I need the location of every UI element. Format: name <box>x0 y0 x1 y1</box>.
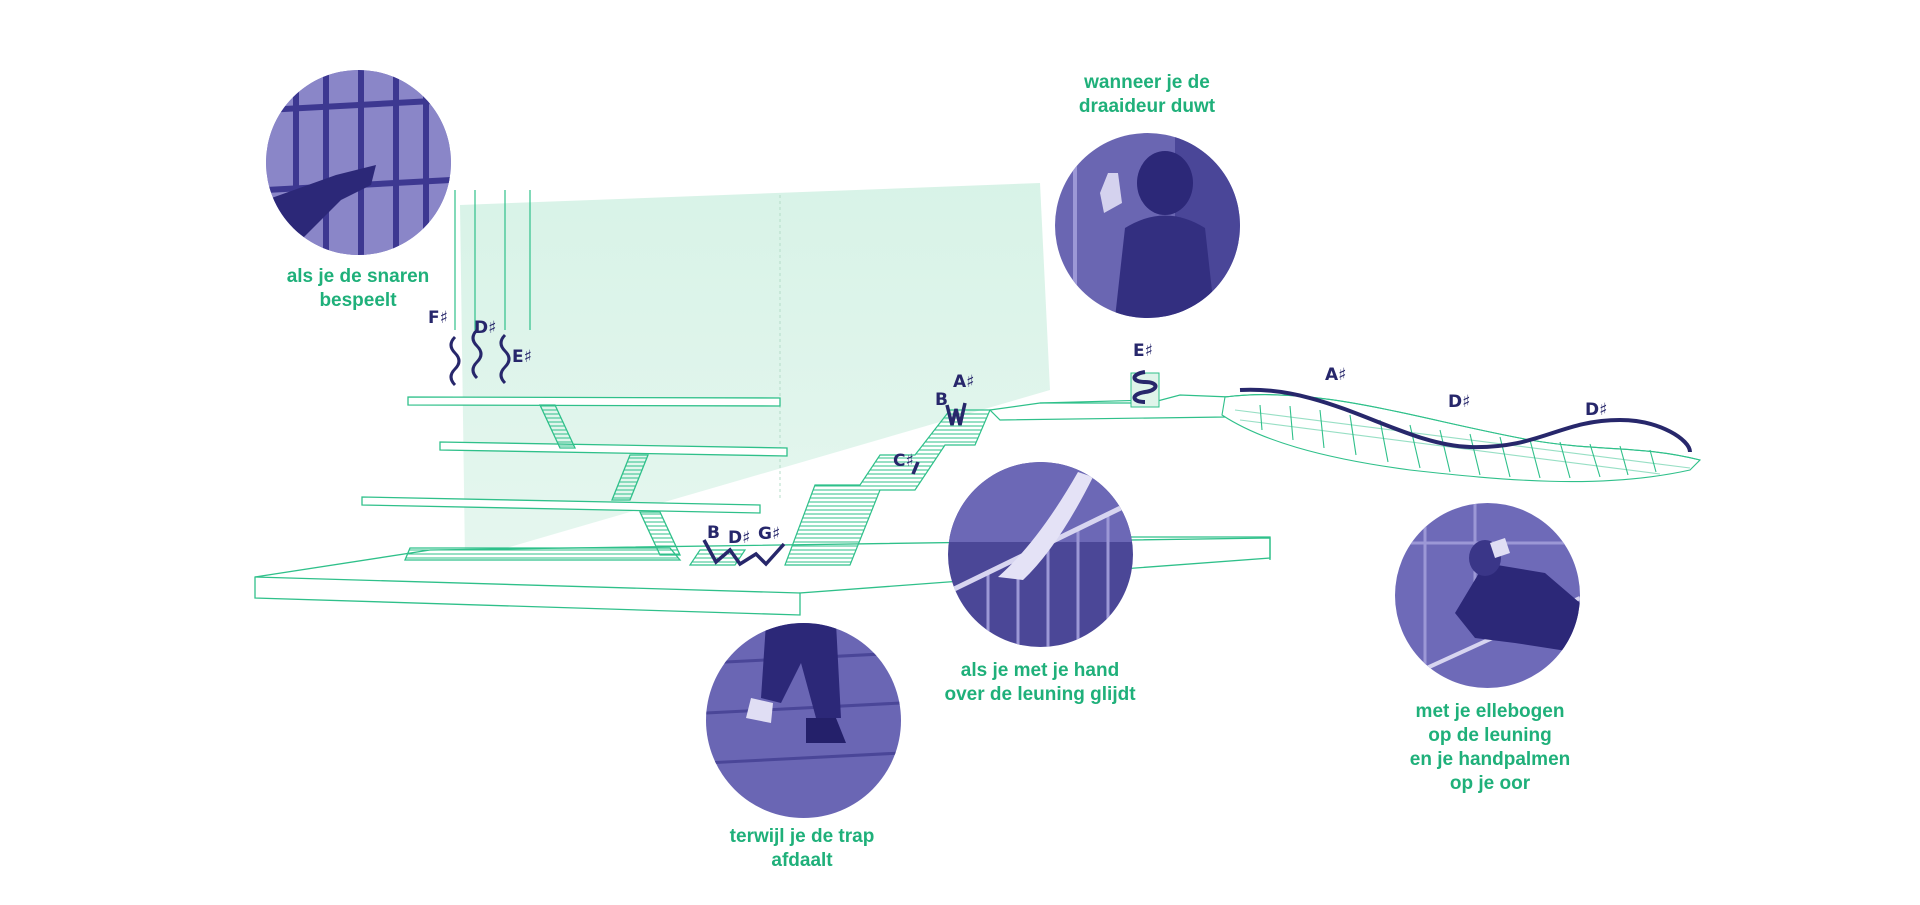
note-ramp-3: D♯ <box>1585 400 1607 420</box>
note-door: E♯ <box>1133 341 1153 361</box>
steps-w <box>945 402 967 426</box>
caption-descend: terwijl je de trap afdaalt <box>729 826 875 871</box>
caption-strings: als je de snaren bespeelt <box>286 266 430 311</box>
note-string-3: E♯ <box>512 347 532 367</box>
note-step-dsharp: D♯ <box>728 528 750 548</box>
door-spring <box>1130 370 1160 408</box>
caption-handrail-slide: als je met je hand over de leuning glijd… <box>944 660 1136 705</box>
staircase <box>688 394 1231 566</box>
door-photo <box>1055 133 1240 318</box>
steps-tick <box>911 461 920 475</box>
steps-zigzag <box>702 539 786 567</box>
glass-wall <box>460 183 1050 560</box>
ramp-melody-line <box>1239 387 1692 453</box>
string-waves <box>449 328 511 387</box>
note-step-csharp: C♯ <box>893 451 914 471</box>
strings-photo <box>266 70 451 255</box>
shelves <box>361 396 788 561</box>
note-ramp-1: A♯ <box>1325 365 1346 385</box>
handrail-photo <box>948 462 1133 647</box>
descend-photo <box>706 623 901 818</box>
note-step-top-b: B <box>935 390 948 410</box>
elbows-photo <box>1395 503 1580 688</box>
note-ramp-2: D♯ <box>1448 392 1470 412</box>
note-string-2: D♯ <box>474 318 496 338</box>
caption-elbows: met je ellebogen op de leuning en je han… <box>1409 701 1571 794</box>
note-step-top-asharp: A♯ <box>953 372 974 392</box>
note-string-1: F♯ <box>428 308 448 328</box>
note-step-gsharp: G♯ <box>758 524 780 544</box>
caption-door: wanneer je de draaideur duwt <box>1078 72 1216 117</box>
sound-strings <box>454 190 531 330</box>
note-step-b: B <box>707 523 720 543</box>
